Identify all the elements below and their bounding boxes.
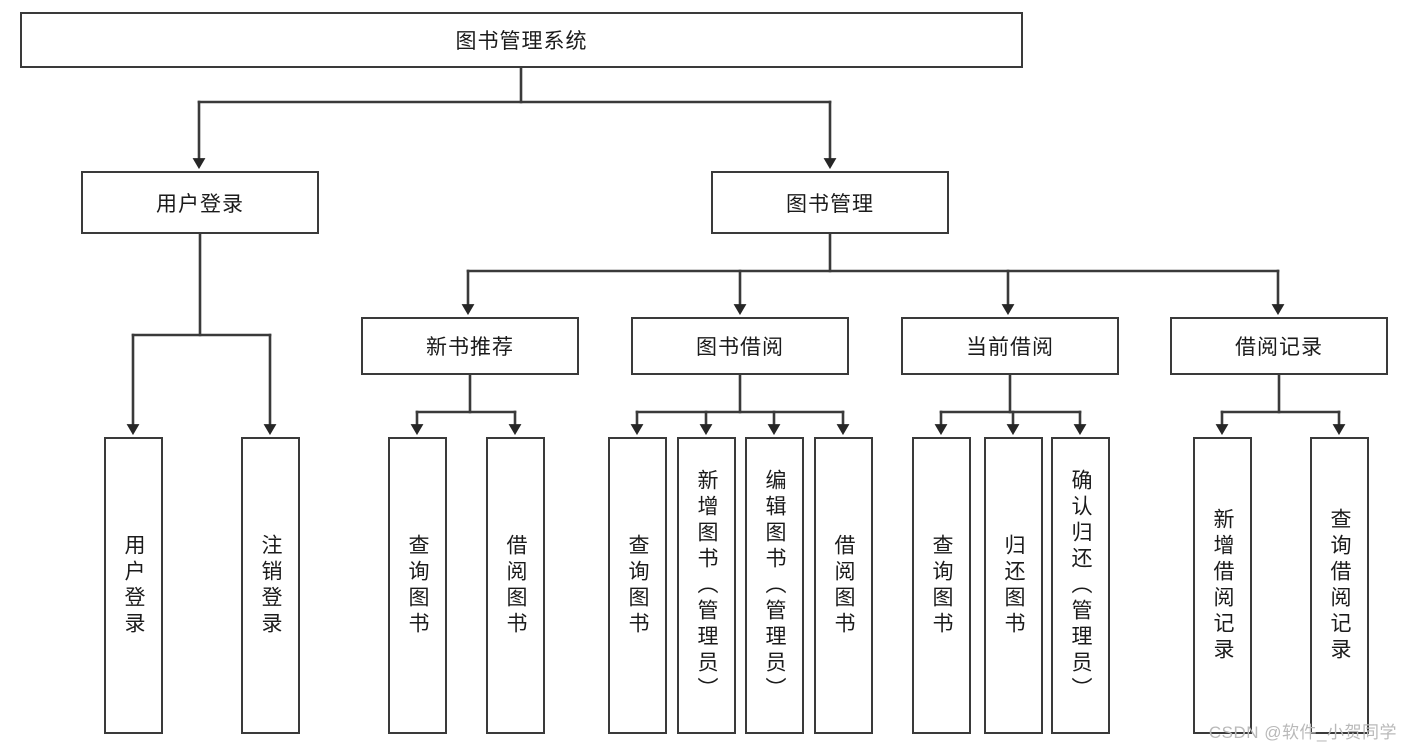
node-label: 查询图书 (930, 533, 953, 638)
node-root[interactable]: 图书管理系统 (20, 12, 1023, 68)
node-label: 新增借阅记录 (1211, 507, 1234, 664)
node-label: 图书借阅 (696, 336, 784, 359)
node-label: 借阅记录 (1235, 336, 1323, 359)
node-leaf-borrow-book-bor[interactable]: 借阅图书 (814, 437, 873, 734)
node-leaf-return-book[interactable]: 归还图书 (984, 437, 1043, 734)
node-label: 用户登录 (156, 192, 244, 216)
node-borrow-record[interactable]: 借阅记录 (1170, 317, 1388, 375)
watermark: CSDN @软件_小贺同学 (1208, 723, 1397, 742)
node-leaf-add-book[interactable]: 新增图书（管理员） (677, 437, 736, 734)
node-leaf-query-book-cur[interactable]: 查询图书 (912, 437, 971, 734)
node-leaf-add-record[interactable]: 新增借阅记录 (1193, 437, 1252, 734)
node-label: 借阅图书 (832, 533, 855, 638)
node-new-book-recommend[interactable]: 新书推荐 (361, 317, 579, 375)
node-label: 查询图书 (406, 533, 429, 638)
node-book-manage[interactable]: 图书管理 (711, 171, 949, 234)
node-leaf-query-record[interactable]: 查询借阅记录 (1310, 437, 1369, 734)
node-leaf-query-book-bor[interactable]: 查询图书 (608, 437, 667, 734)
node-current-borrow[interactable]: 当前借阅 (901, 317, 1119, 375)
node-leaf-query-book-rec[interactable]: 查询图书 (388, 437, 447, 734)
node-label: 确认归还（管理员） (1069, 468, 1092, 703)
node-leaf-edit-book[interactable]: 编辑图书（管理员） (745, 437, 804, 734)
node-label: 查询图书 (626, 533, 649, 638)
node-leaf-confirm-return[interactable]: 确认归还（管理员） (1051, 437, 1110, 734)
node-user-login[interactable]: 用户登录 (81, 171, 319, 234)
node-label: 新增图书（管理员） (695, 468, 718, 703)
node-label: 查询借阅记录 (1328, 507, 1351, 664)
node-label: 归还图书 (1002, 533, 1025, 638)
node-label: 编辑图书（管理员） (763, 468, 786, 703)
node-label: 当前借阅 (966, 336, 1054, 359)
node-book-borrow[interactable]: 图书借阅 (631, 317, 849, 375)
node-label: 图书管理 (786, 192, 874, 216)
node-leaf-user-logout[interactable]: 注销登录 (241, 437, 300, 734)
node-label: 新书推荐 (426, 336, 514, 359)
node-label: 用户登录 (122, 533, 145, 638)
node-leaf-user-login[interactable]: 用户登录 (104, 437, 163, 734)
node-label: 注销登录 (259, 533, 282, 638)
node-label: 借阅图书 (504, 533, 527, 638)
node-label: 图书管理系统 (455, 30, 588, 53)
node-leaf-borrow-book-rec[interactable]: 借阅图书 (486, 437, 545, 734)
